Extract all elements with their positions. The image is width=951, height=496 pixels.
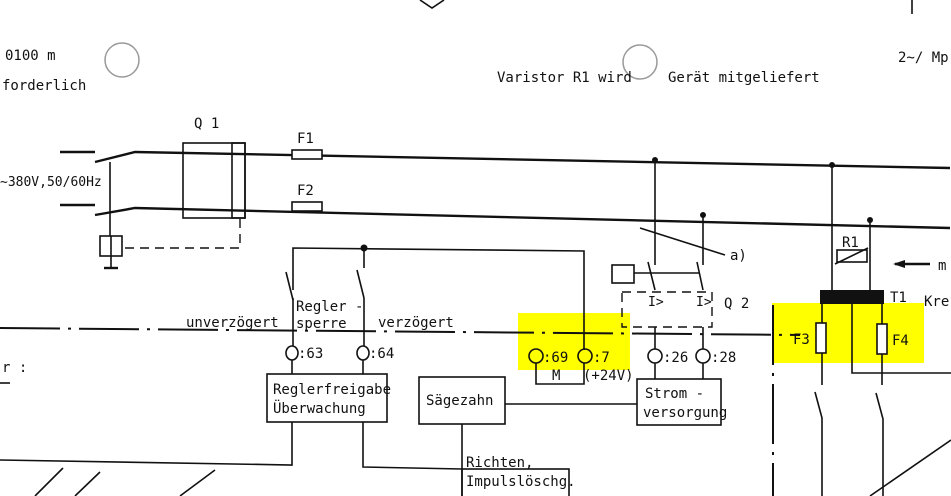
junction [867, 217, 873, 223]
terminal-26[interactable]: :26 [647, 348, 688, 366]
wire [362, 422, 463, 470]
block-reglerfreigabe-line1: Reglerfreigabe [273, 382, 391, 398]
varistor-r1[interactable] [834, 247, 869, 265]
block-strom-line1: Strom - [645, 386, 704, 402]
note-top-left-value: 0100 m [5, 48, 56, 64]
switch-regler-2[interactable] [356, 269, 365, 299]
fuse-f4[interactable] [876, 323, 888, 355]
terminal-28-label: :28 [711, 350, 736, 366]
transformer-t1[interactable] [820, 290, 884, 304]
wire [535, 363, 585, 385]
terminal-64[interactable]: :64 [356, 345, 394, 362]
block-reglerfreigabe[interactable]: Reglerfreigabe Überwachung [266, 373, 391, 423]
phase-line-2 [94, 206, 951, 230]
terminal-69-label: :69 [543, 350, 568, 366]
label-r1: R1 [842, 235, 859, 251]
terminal-26-label: :26 [663, 350, 688, 366]
q2-contacts[interactable] [647, 261, 704, 291]
varistor-note-b: Gerät mitgeliefert [668, 70, 820, 86]
label-a: a) [730, 248, 747, 264]
label-verzoegert: verzögert [378, 315, 454, 331]
punch-hole [622, 44, 658, 80]
label-f3: F3 [793, 332, 810, 348]
block-saegezahn-label: Sägezahn [426, 393, 493, 409]
wire [0, 422, 293, 466]
block-strom-line2: versorgung [643, 405, 727, 421]
top-arrow [419, 0, 445, 9]
fuse-f1[interactable] [291, 149, 323, 160]
block-richten-line1: Richten, [466, 455, 533, 471]
q2-trip-1: I> [648, 295, 664, 310]
breaker-q1-trip [231, 142, 246, 219]
label-unverzoegert: unverzögert [186, 315, 279, 331]
wire [869, 439, 951, 496]
fuse-f3[interactable] [815, 322, 827, 354]
arrow-left-icon [893, 260, 905, 268]
junction [652, 157, 658, 163]
mechanical-link [125, 215, 241, 249]
label-f2: F2 [297, 183, 314, 199]
phase-line-1 [94, 150, 951, 170]
terminal-63[interactable]: :63 [285, 345, 323, 362]
junction [700, 212, 706, 218]
q2-enclosure [621, 291, 713, 328]
label-q1: Q 1 [194, 116, 219, 132]
block-richten-line2: Impulslöschg. [466, 474, 576, 490]
highlight-f3-f4 [772, 303, 924, 363]
varistor-note-a: Varistor R1 wird [497, 70, 632, 86]
terminal-7-sublabel: (+24V) [583, 368, 634, 384]
label-regler-a: Regler - [296, 299, 363, 315]
punch-hole [104, 42, 140, 78]
left-label: r : [2, 360, 27, 376]
supply-voltage: ~380V,50/60Hz [0, 175, 102, 190]
block-richten[interactable]: Richten, Impulslöschg. [461, 455, 576, 496]
q2-trip-2: I> [696, 295, 712, 310]
block-stromversorgung[interactable]: Strom - versorgung [636, 378, 727, 426]
label-t1-suffix: Kre [924, 294, 949, 310]
fuse-f2[interactable] [291, 201, 323, 212]
junction [829, 162, 835, 168]
terminal-28[interactable]: :28 [695, 348, 736, 366]
wire [34, 467, 216, 496]
wire [292, 247, 585, 350]
label-f4: F4 [892, 333, 909, 349]
label-f1: F1 [297, 131, 314, 147]
note-top-left-text: forderlich [2, 78, 86, 94]
q2-coil-icon [611, 264, 635, 284]
block-saegezahn[interactable]: Sägezahn [418, 376, 506, 425]
switch-regler[interactable] [285, 271, 294, 301]
label-regler-b: sperre [296, 316, 347, 332]
label-q2: Q 2 [724, 296, 749, 312]
highlight-terminals-69-7 [518, 313, 630, 370]
control-bus-line [0, 327, 801, 336]
varistor-line [639, 227, 726, 256]
terminal-69-sublabel: M [552, 368, 560, 384]
contactor-contacts[interactable] [814, 391, 884, 496]
terminal-63-label: :63 [298, 346, 323, 362]
note-top-right: 2~/ Mp [898, 50, 949, 66]
label-m: m [938, 258, 946, 274]
terminal-7[interactable]: :7 (+24V) [577, 348, 634, 384]
terminal-7-label: :7 [593, 350, 610, 366]
label-t1: T1 [890, 290, 907, 306]
block-reglerfreigabe-line2: Überwachung [273, 399, 366, 417]
terminal-64-label: :64 [369, 346, 394, 362]
